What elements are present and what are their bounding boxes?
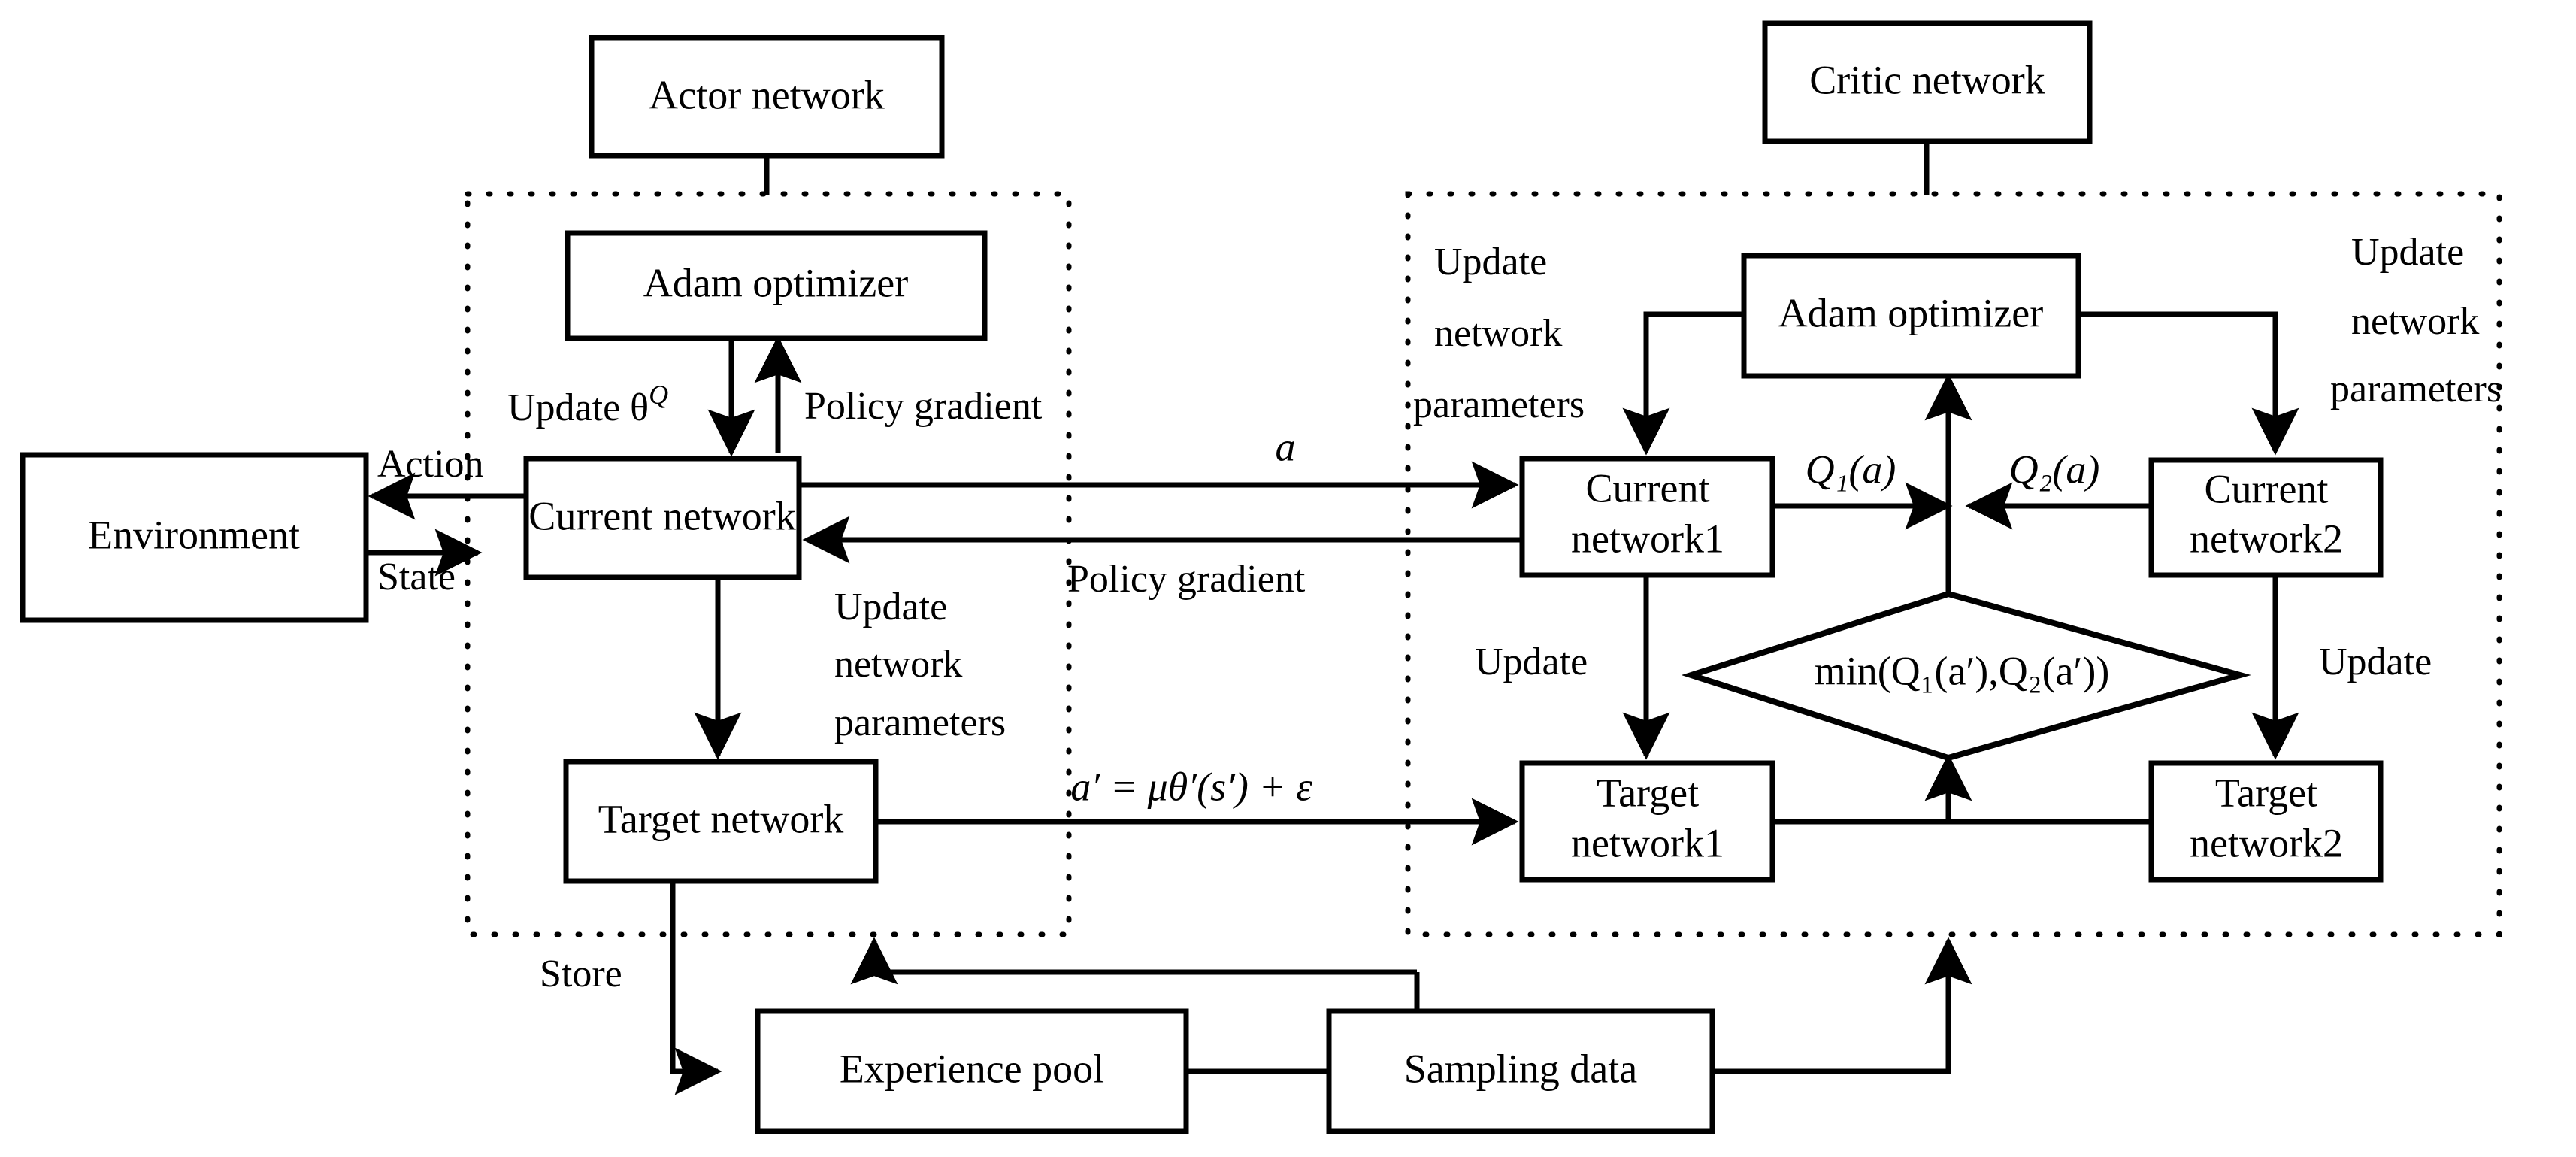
label-state: State bbox=[377, 556, 456, 598]
label-store: Store bbox=[540, 953, 622, 995]
actor-adam-label: Adam optimizer bbox=[643, 260, 908, 305]
actor-target-network-label: Target network bbox=[598, 796, 844, 841]
label-update-params-actor-3: parameters bbox=[834, 701, 1006, 744]
label-update-params-left-3: parameters bbox=[1413, 383, 1585, 426]
label-update-params-left-1: Update bbox=[1434, 241, 1547, 283]
experience-pool-label: Experience pool bbox=[840, 1046, 1104, 1091]
box-critic-current-network2[interactable]: Current network2 bbox=[2148, 457, 2384, 578]
label-update-params-actor-2: network bbox=[834, 643, 962, 686]
sampling-data-label: Sampling data bbox=[1404, 1046, 1637, 1091]
label-update-theta-q: Update θQ bbox=[507, 380, 668, 429]
critic-current1-line2: network1 bbox=[1571, 516, 1724, 561]
link-actor-target-to-experience-pool bbox=[670, 881, 722, 1095]
box-actor-target-network[interactable]: Target network bbox=[563, 759, 879, 884]
label-update-params-left-2: network bbox=[1434, 312, 1562, 355]
actor-network-label: Actor network bbox=[649, 72, 884, 117]
critic-network-label: Critic network bbox=[1809, 57, 2045, 102]
environment-label: Environment bbox=[88, 512, 300, 557]
box-critic-current-network1[interactable]: Current network1 bbox=[1519, 456, 1775, 578]
critic-adam-label: Adam optimizer bbox=[1778, 290, 2043, 335]
label-policy-gradient-critic: Policy gradient bbox=[1067, 558, 1306, 601]
box-environment[interactable]: Environment bbox=[20, 452, 369, 623]
label-update-right: Update bbox=[2319, 641, 2432, 683]
critic-current2-line1: Current bbox=[2205, 466, 2329, 511]
node-min-q[interactable]: min(Q₁(a′),Q₂(a′)) bbox=[1681, 590, 2251, 762]
link-critic-adam-to-current2 bbox=[2078, 311, 2299, 456]
label-update-left: Update bbox=[1475, 641, 1588, 683]
link-sampling-to-actor-group bbox=[850, 937, 1417, 985]
critic-current2-line2: network2 bbox=[2190, 516, 2343, 561]
link-critic-adam-to-current1 bbox=[1622, 311, 1744, 456]
box-actor-current-network[interactable]: Current network bbox=[523, 456, 802, 580]
label-update-params-actor-1: Update bbox=[834, 586, 947, 628]
box-critic-target-network1[interactable]: Target network1 bbox=[1519, 760, 1775, 883]
label-a-prime-formula: a′ = μθ′(s′) + ε bbox=[1070, 764, 1312, 809]
critic-current1-line1: Current bbox=[1586, 465, 1710, 510]
label-q1-a: Q₁(a) bbox=[1806, 447, 1896, 492]
label-update-params-right-3: parameters bbox=[2330, 368, 2502, 410]
label-policy-gradient-actor: Policy gradient bbox=[804, 385, 1043, 428]
critic-target2-line1: Target bbox=[2215, 770, 2317, 815]
box-sampling-data[interactable]: Sampling data bbox=[1326, 1008, 1715, 1134]
critic-group-boundary bbox=[1405, 191, 2502, 937]
box-critic-network[interactable]: Critic network bbox=[1762, 20, 2093, 144]
critic-target1-line1: Target bbox=[1597, 770, 1699, 815]
label-action: Action bbox=[377, 443, 484, 486]
critic-target2-line2: network2 bbox=[2190, 820, 2343, 865]
label-a: a bbox=[1276, 424, 1296, 469]
min-q-label: min(Q₁(a′),Q₂(a′)) bbox=[1815, 648, 2110, 693]
label-update-params-right-1: Update bbox=[2351, 231, 2464, 274]
actor-current-network-label: Current network bbox=[528, 493, 795, 538]
box-critic-adam-optimizer[interactable]: Adam optimizer bbox=[1741, 253, 2081, 379]
critic-target1-line2: network1 bbox=[1571, 820, 1724, 865]
label-update-params-right-2: network bbox=[2351, 300, 2479, 343]
box-actor-adam-optimizer[interactable]: Adam optimizer bbox=[565, 230, 988, 341]
box-actor-network[interactable]: Actor network bbox=[589, 35, 945, 159]
box-experience-pool[interactable]: Experience pool bbox=[755, 1008, 1189, 1134]
label-q2-a: Q₂(a) bbox=[2009, 447, 2100, 492]
box-critic-target-network2[interactable]: Target network2 bbox=[2148, 760, 2384, 883]
